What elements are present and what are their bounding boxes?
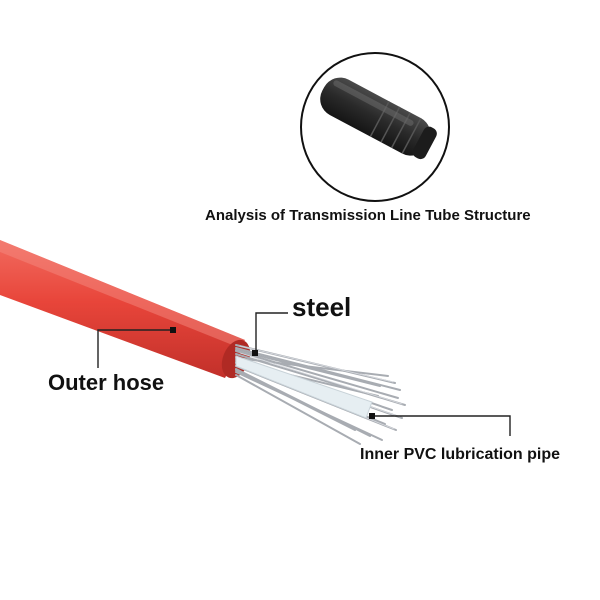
steel-label: steel: [292, 292, 352, 322]
outer-hose-shape: [0, 240, 251, 379]
inner-pvc-pipe: [235, 355, 373, 419]
leader-outer-hose: [97, 327, 176, 368]
diagram-title: Analysis of Transmission Line Tube Struc…: [205, 207, 531, 224]
leader-steel: [252, 312, 288, 356]
inner-pipe-label: Inner PVC lubrication pipe: [360, 446, 561, 463]
inset-circle: [300, 52, 450, 202]
outer-hose-label: Outer hose: [48, 370, 165, 395]
leader-inner-pipe: [369, 413, 511, 436]
end-cap-icon: [320, 77, 437, 160]
